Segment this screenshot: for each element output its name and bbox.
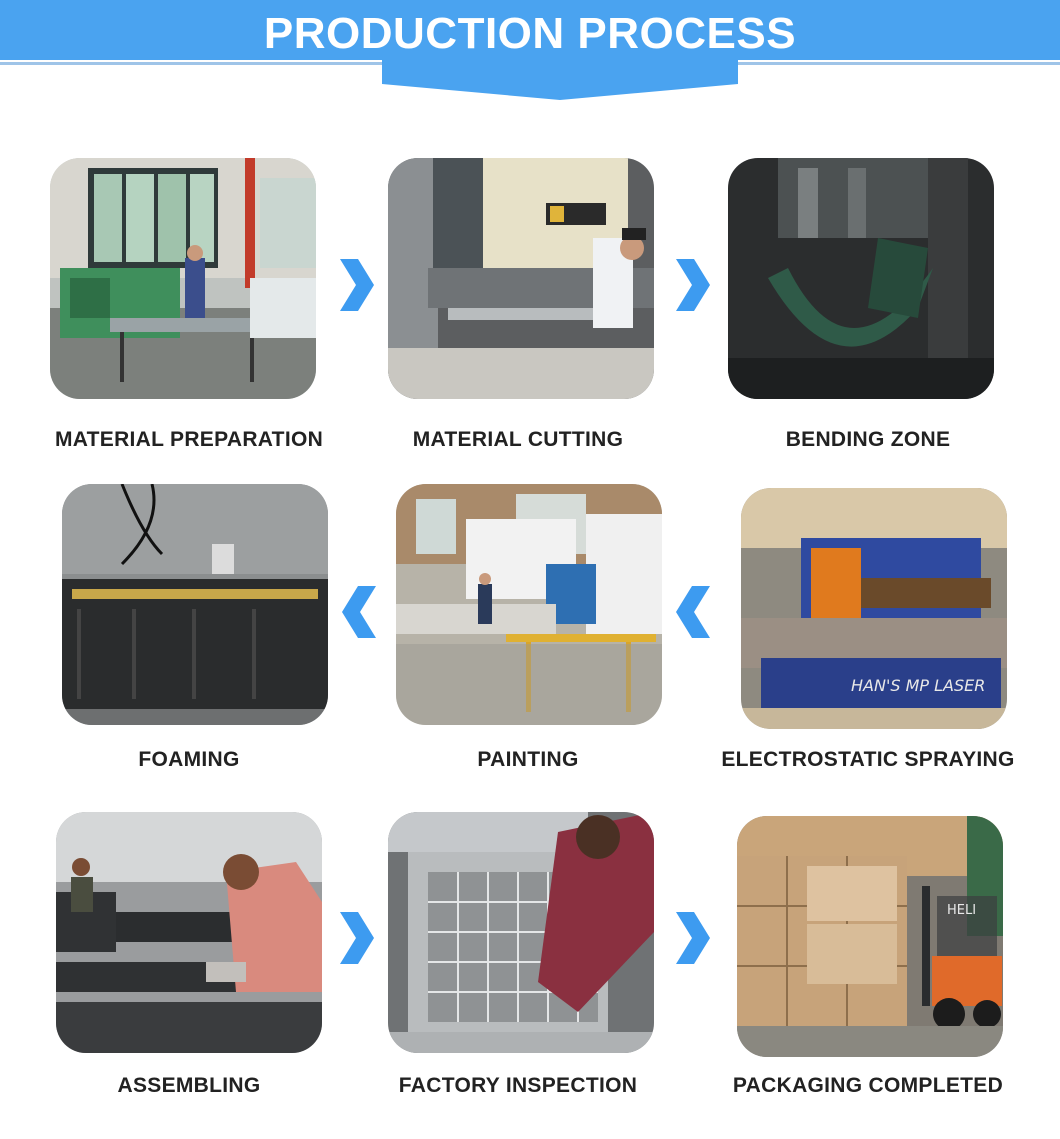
step-label: BENDING ZONE [785,428,951,451]
forklift-brand-text: HELI [947,903,976,918]
photo-factory-inspection [388,812,654,1053]
arrow-left-icon [340,584,380,640]
photo-packaging-completed: HELI [737,816,1003,1057]
arrow-right-icon [672,257,712,313]
step-label: MATERIAL PREPARATION [54,428,324,451]
arrow-right-icon [336,910,376,966]
laser-brand-text: HAN'S MP LASER [851,676,985,695]
header-tab [382,60,738,100]
photo-painting [396,484,662,725]
page-title: PRODUCTION PROCESS [263,9,797,58]
photo-material-cutting [388,158,654,399]
photo-foaming [62,484,328,725]
step-label: FACTORY INSPECTION [398,1074,638,1097]
step-label: MATERIAL CUTTING [412,428,624,451]
step-label: ASSEMBLING [117,1074,261,1097]
step-label: ELECTROSTATIC SPRAYING [721,748,1015,771]
arrow-right-icon [672,910,712,966]
photo-material-preparation [50,158,316,399]
step-label: PAINTING [477,748,579,771]
step-label: FOAMING [138,748,240,771]
step-label: PACKAGING COMPLETED [732,1074,1004,1097]
photo-bending-zone [728,158,994,399]
header-bar [0,0,1060,60]
arrow-right-icon [336,257,376,313]
photo-electrostatic-spraying: HAN'S MP LASER [741,488,1007,729]
photo-assembling [56,812,322,1053]
arrow-left-icon [674,584,714,640]
